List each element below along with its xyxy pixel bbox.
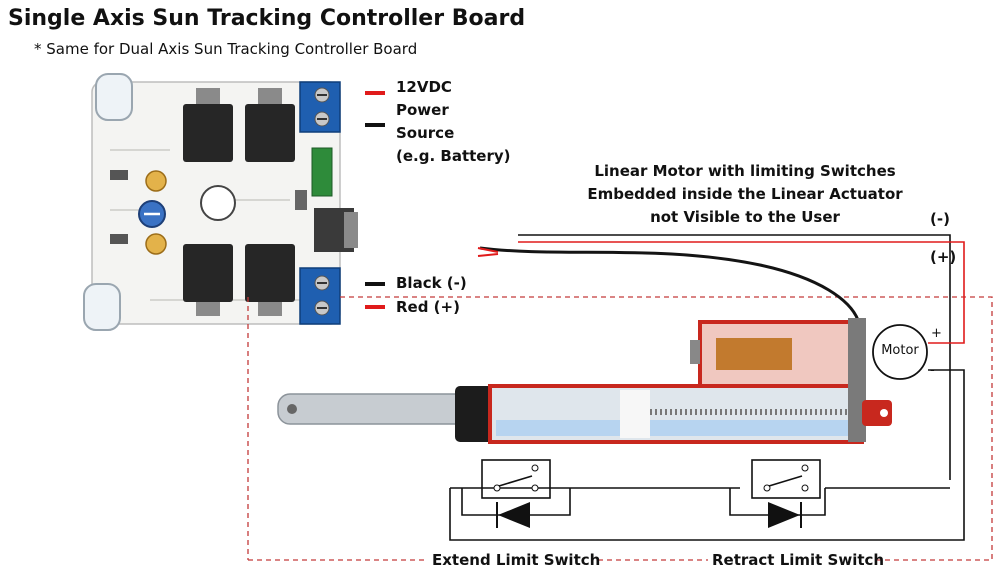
wire-positive-line bbox=[518, 241, 965, 344]
power-line-3: Source bbox=[396, 124, 455, 142]
actuator-note-line-3: not Visible to the User bbox=[650, 208, 840, 226]
dashed-enclosure bbox=[247, 296, 993, 561]
limit-switch-circuit bbox=[449, 459, 950, 541]
motor-plus-sign: + bbox=[931, 326, 942, 341]
motor-minus-sign: - bbox=[930, 363, 935, 378]
motor-label: Motor bbox=[881, 343, 919, 358]
actuator-note-line-2: Embedded inside the Linear Actuator bbox=[587, 185, 903, 203]
power-line-4: (e.g. Battery) bbox=[396, 147, 511, 165]
power-terminal-block bbox=[299, 81, 341, 133]
power-label: 12VDC Power Source (e.g. Battery) bbox=[396, 76, 511, 168]
power-line-1: 12VDC bbox=[396, 78, 452, 96]
retract-diode-icon bbox=[768, 502, 800, 528]
motor-negative-wire bbox=[928, 369, 965, 541]
retract-switch-symbol bbox=[729, 459, 826, 528]
actuator-note: Linear Motor with limiting Switches Embe… bbox=[570, 160, 920, 229]
actuator-rod bbox=[277, 393, 469, 425]
linear-actuator bbox=[277, 318, 892, 444]
power-line-2: Power bbox=[396, 101, 449, 119]
wire-positive-label: (+) bbox=[930, 248, 957, 266]
extend-switch-symbol bbox=[461, 459, 571, 528]
mosfet-chips bbox=[183, 88, 295, 316]
led-sensors bbox=[83, 73, 133, 331]
extend-diode-icon bbox=[498, 502, 530, 528]
wire-negative-line bbox=[518, 234, 951, 480]
actuator-cable bbox=[479, 246, 860, 321]
center-light-sensor bbox=[200, 185, 236, 221]
actuator-end-cap bbox=[455, 386, 495, 442]
output-red-label: Red (+) bbox=[396, 298, 460, 316]
fuse bbox=[311, 147, 333, 197]
motor-symbol bbox=[872, 324, 928, 380]
extend-switch-label: Extend Limit Switch bbox=[432, 551, 601, 569]
diagram-title: Single Axis Sun Tracking Controller Boar… bbox=[8, 6, 526, 31]
diagram-subtitle: * Same for Dual Axis Sun Tracking Contro… bbox=[34, 40, 418, 58]
controller-board bbox=[83, 73, 358, 331]
motor-terminal-block bbox=[299, 267, 341, 325]
wire-negative-label: (-) bbox=[930, 210, 950, 228]
actuator-note-line-1: Linear Motor with limiting Switches bbox=[594, 162, 896, 180]
output-black-label: Black (-) bbox=[396, 274, 467, 292]
retract-switch-label: Retract Limit Switch bbox=[712, 551, 885, 569]
